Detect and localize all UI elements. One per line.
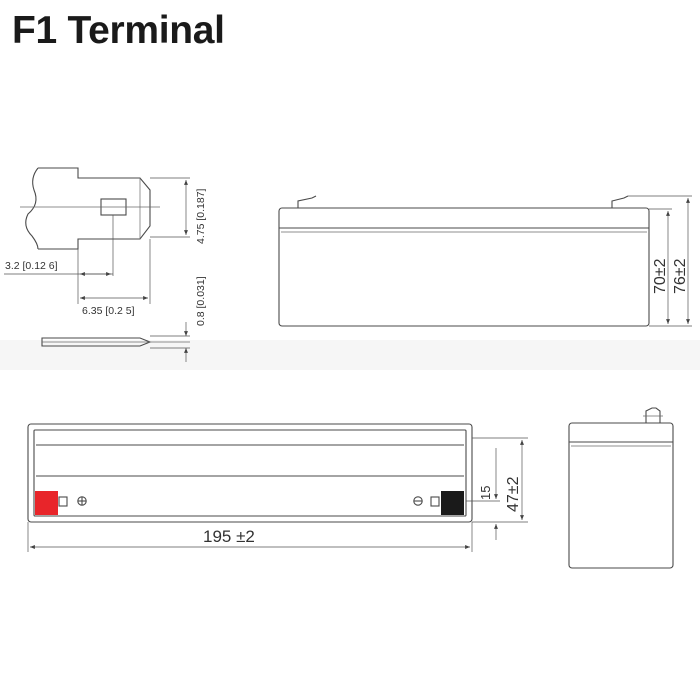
terminal-tab-outline [38,167,151,250]
top-lid-rim [33,429,467,517]
positive-terminal-tab [58,496,68,507]
negative-terminal-block [441,491,464,515]
terminal-break-line [25,167,39,250]
end-case-body [568,422,674,569]
terminal-detail: 4.75 [0.187] 3.2 [0.12 6] 6.35 [0.2 5] 0… [4,167,207,362]
negative-terminal-tab [430,496,440,507]
battery-side-view: 70±2 76±2 [278,195,692,327]
minus-icon [413,496,423,506]
length-label: 195 ±2 [203,527,255,546]
positive-terminal-block [35,491,58,515]
side-case-body [278,207,650,327]
terminal-height-label: 4.75 [0.187] [195,188,207,244]
case-height-label: 70±2 [652,258,669,294]
end-terminal [645,407,661,423]
plus-icon [77,496,87,506]
width-label: 47±2 [505,476,522,512]
terminal-hole-label: 3.2 [0.12 6] [5,260,58,272]
battery-end-view [568,407,674,569]
battery-top-view: 195 ±2 47±2 15 [27,423,528,552]
terminal-profile [41,337,152,347]
offset-label: 15 [478,486,493,500]
total-height-label: 76±2 [672,258,689,294]
side-terminal-left [297,195,317,208]
terminal-thickness-label: 0.8 [0.031] [195,276,207,326]
side-terminal-right [611,195,629,208]
top-case-body [27,423,473,523]
page-title: F1 Terminal [12,9,225,52]
terminal-width-label: 6.35 [0.2 5] [82,305,135,317]
background-band [0,340,700,370]
